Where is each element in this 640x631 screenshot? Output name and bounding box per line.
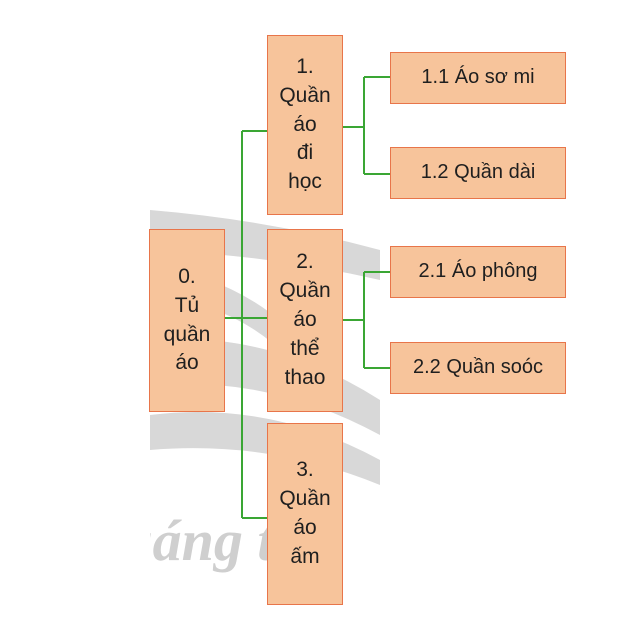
- node-1-1: 1.1 Áo sơ mi: [390, 52, 566, 104]
- node-1-2-label: 1.2 Quần dài: [420, 161, 536, 184]
- node-root-line: áo: [175, 351, 199, 375]
- node-1-1-label: 1.1 Áo sơ mi: [421, 66, 535, 89]
- node-1-line: đi: [296, 141, 314, 165]
- node-1-line: học: [288, 170, 322, 194]
- node-1: 1. Quần áo đi học: [267, 35, 343, 215]
- node-2: 2. Quần áo thể thao: [267, 229, 343, 412]
- node-3-line: Quần: [279, 487, 331, 511]
- node-3-line: ấm: [290, 544, 320, 568]
- node-2-1: 2.1 Áo phông: [390, 246, 566, 298]
- node-3-line: 3.: [296, 458, 314, 482]
- node-1-line: áo: [293, 112, 317, 136]
- node-2-2-label: 2.2 Quần soóc: [412, 356, 544, 379]
- node-3-line: áo: [293, 516, 317, 539]
- node-2-line: thao: [284, 365, 326, 389]
- node-2-line: 2.: [296, 250, 314, 274]
- node-2-line: áo: [293, 308, 317, 332]
- node-3: 3. Quần áo ấm: [267, 423, 343, 605]
- node-root: 0. Tủ quần áo: [149, 229, 225, 412]
- node-root-line: quần: [163, 322, 211, 346]
- node-2-line: Quần: [279, 279, 331, 303]
- node-2-line: thể: [290, 336, 320, 360]
- node-1-2: 1.2 Quần dài: [390, 147, 566, 199]
- node-1-line: 1.: [296, 54, 314, 78]
- node-root-line: Tủ: [174, 293, 200, 317]
- node-2-2: 2.2 Quần soóc: [390, 342, 566, 394]
- node-2-1-label: 2.1 Áo phông: [418, 260, 538, 283]
- node-root-line: 0.: [178, 264, 196, 288]
- node-1-line: Quần: [279, 83, 331, 107]
